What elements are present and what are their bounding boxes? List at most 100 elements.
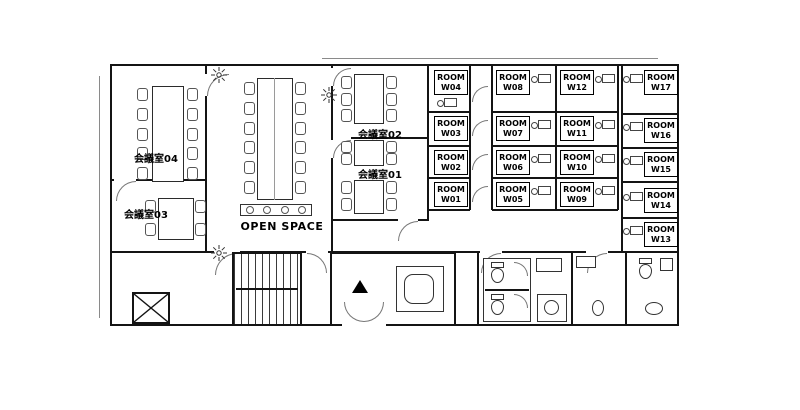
meeting-room-04-label: 会議室04 — [134, 154, 178, 165]
wall-segment — [331, 219, 429, 221]
desk-icon — [437, 98, 457, 107]
toilet-icon — [639, 258, 652, 280]
door-opening — [333, 136, 351, 140]
door-opening — [330, 140, 334, 158]
shelf — [576, 256, 596, 268]
wall-segment — [428, 209, 470, 211]
entrance-opening — [342, 320, 386, 328]
meeting-table — [158, 198, 194, 240]
sink-icon — [544, 300, 559, 315]
urinal-icon — [592, 300, 604, 316]
desk-icon — [595, 74, 615, 83]
elevator-icon — [132, 292, 170, 324]
reception-desk-inner — [404, 274, 434, 304]
desk-icon — [623, 122, 643, 131]
door-opening — [114, 178, 136, 182]
parapet-line — [322, 58, 658, 59]
desk-icon — [623, 156, 643, 165]
meeting-table — [354, 140, 384, 166]
wall-segment — [617, 64, 619, 210]
stair-rail — [236, 288, 298, 290]
meeting-room-03-label: 会議室03 — [124, 210, 168, 221]
chair-row — [145, 200, 156, 236]
door-opening — [306, 250, 328, 254]
desk-icon — [531, 120, 551, 129]
chair-row — [341, 141, 352, 165]
planter-shelf — [240, 204, 312, 216]
balcony-line — [99, 76, 100, 318]
toilet-icon — [491, 294, 504, 316]
wall-segment — [331, 64, 333, 252]
wall-segment — [428, 177, 470, 179]
chair-row — [341, 76, 352, 122]
open-space-table — [257, 78, 293, 200]
table-center-line — [274, 78, 275, 200]
door-opening — [398, 218, 418, 222]
stall-divider — [485, 289, 529, 291]
door-opening — [330, 68, 334, 86]
door-opening — [480, 250, 502, 254]
door-opening — [586, 250, 608, 254]
wall-segment — [205, 64, 207, 252]
wall-segment — [491, 64, 493, 210]
meeting-table — [354, 180, 384, 214]
wall-segment — [477, 252, 479, 326]
wall-segment — [492, 177, 618, 179]
entrance-marker-icon — [352, 280, 368, 293]
plant-icon — [210, 244, 228, 266]
desk-icon — [531, 186, 551, 195]
vanity-counter — [536, 258, 562, 272]
chair-row — [386, 181, 397, 211]
chair-row — [295, 82, 306, 194]
toilet-icon — [491, 262, 504, 284]
wall-segment — [571, 252, 573, 326]
wall-segment — [492, 209, 618, 211]
desk-icon — [595, 120, 615, 129]
wall-segment — [625, 252, 627, 326]
meeting-table — [354, 74, 384, 124]
desk-icon — [595, 154, 615, 163]
chair-row — [341, 181, 352, 211]
conference-table — [152, 86, 184, 182]
sink-icon — [645, 302, 663, 315]
wall-segment — [492, 111, 618, 113]
open-space-label: OPEN SPACE — [240, 220, 324, 233]
wall-segment — [621, 64, 623, 252]
desk-icon — [623, 226, 643, 235]
wall-segment — [469, 64, 471, 210]
wall-segment — [622, 217, 679, 219]
wall-segment — [428, 145, 470, 147]
meeting-room-01-label: 会議室01 — [358, 170, 402, 181]
chair-row — [386, 76, 397, 122]
door-opening — [204, 74, 208, 96]
desk-icon — [531, 154, 551, 163]
wall-segment — [622, 147, 679, 149]
desk-icon — [595, 186, 615, 195]
chair-row — [195, 200, 206, 236]
chair-row — [137, 88, 148, 180]
chair-row — [386, 141, 397, 165]
door-opening — [214, 250, 240, 254]
wall-segment — [428, 111, 470, 113]
wall-segment — [555, 64, 557, 210]
plant-icon — [210, 66, 228, 88]
wall-segment — [427, 64, 429, 220]
desk-icon — [623, 74, 643, 83]
desk-icon — [531, 74, 551, 83]
wall-segment — [622, 181, 679, 183]
